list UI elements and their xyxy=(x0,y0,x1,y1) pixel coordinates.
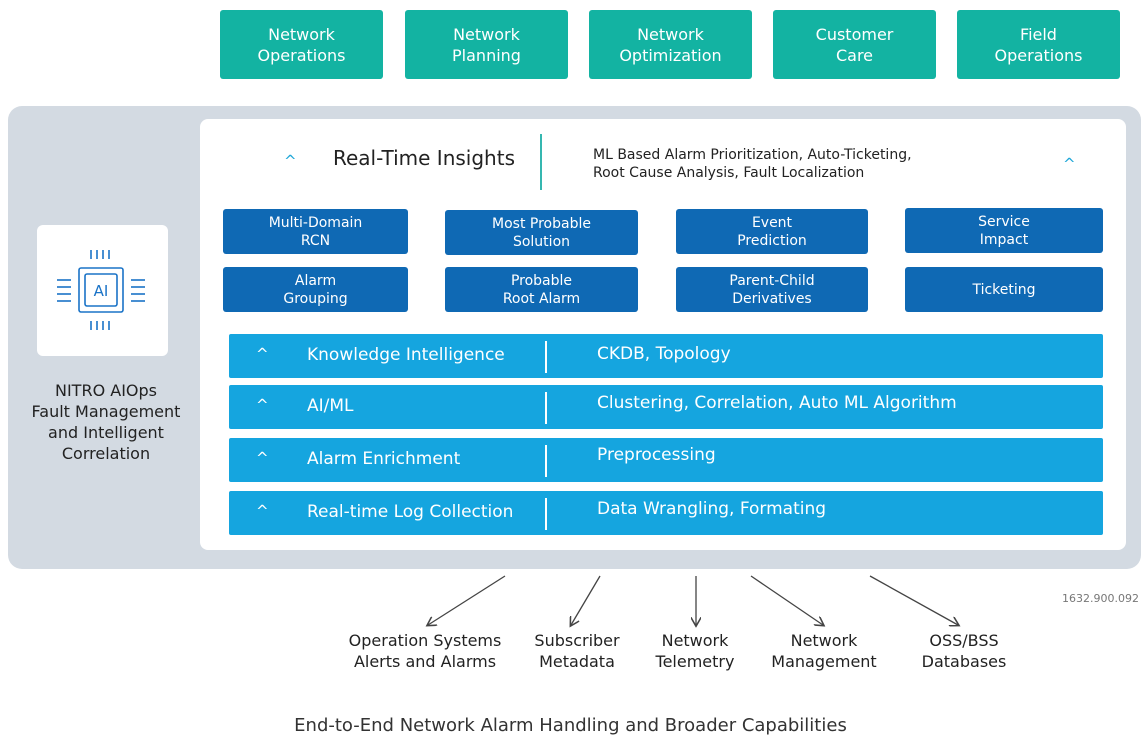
capability-multi-domain-rcn: Multi-Domain RCN xyxy=(223,209,408,254)
capability-parent-child-derivatives: Parent-Child Derivatives xyxy=(676,267,868,312)
layer-name: Real-time Log Collection xyxy=(307,502,514,522)
capability-service-impact: Service Impact xyxy=(905,208,1103,253)
source-subscriber-metadata: Subscriber Metadata xyxy=(534,631,620,671)
layer-real-time-log-collection: ^ Real-time Log Collection Data Wranglin… xyxy=(229,491,1103,535)
layer-ai-ml: ^ AI/ML Clustering, Correlation, Auto ML… xyxy=(229,385,1103,429)
capability-alarm-grouping: Alarm Grouping xyxy=(223,267,408,312)
source-operation-systems: Operation Systems Alerts and Alarms xyxy=(348,631,502,671)
capability-probable-root-alarm: Probable Root Alarm xyxy=(445,267,638,312)
figure-caption: End-to-End Network Alarm Handling and Br… xyxy=(294,715,847,736)
layer-knowledge-intelligence: ^ Knowledge Intelligence CKDB, Topology xyxy=(229,334,1103,378)
layer-caret-icon[interactable]: ^ xyxy=(256,345,269,363)
layer-alarm-enrichment: ^ Alarm Enrichment Preprocessing xyxy=(229,438,1103,482)
role-network-optimization: Network Optimization xyxy=(589,10,752,79)
ai-chip-icon: AI xyxy=(57,250,145,330)
layer-caret-icon[interactable]: ^ xyxy=(256,449,269,467)
ai-chip-card: AI xyxy=(37,225,168,356)
role-network-planning: Network Planning xyxy=(405,10,568,79)
role-customer-care: Customer Care xyxy=(773,10,936,79)
ai-chip-label: AI xyxy=(94,282,109,300)
layer-detail: Data Wrangling, Formating xyxy=(597,499,827,519)
capability-ticketing: Ticketing xyxy=(905,267,1103,312)
source-network-telemetry: Network Telemetry xyxy=(655,631,735,671)
layer-name: Alarm Enrichment xyxy=(307,449,461,469)
arrow-to-network-management xyxy=(750,575,823,625)
header-divider xyxy=(540,134,542,190)
real-time-insights-title: Real-Time Insights xyxy=(333,146,515,170)
layer-detail: Clustering, Correlation, Auto ML Algorit… xyxy=(597,393,957,413)
source-oss-bss-databases: OSS/BSS Databases xyxy=(921,631,1007,671)
layer-divider xyxy=(545,498,547,530)
role-field-operations: Field Operations xyxy=(957,10,1120,79)
arrow-to-oss-bss xyxy=(869,575,958,625)
figure-code: 1632.900.092 xyxy=(1062,592,1139,605)
layer-divider xyxy=(545,341,547,373)
role-network-operations: Network Operations xyxy=(220,10,383,79)
source-network-management: Network Management xyxy=(771,631,877,671)
collapse-caret-icon[interactable]: ^ xyxy=(284,152,297,170)
arrow-to-operation-systems xyxy=(428,575,506,625)
layer-name: Knowledge Intelligence xyxy=(307,345,505,365)
layer-divider xyxy=(545,392,547,424)
layer-caret-icon[interactable]: ^ xyxy=(256,502,269,520)
platform-name: NITRO AIOps Fault Management and Intelli… xyxy=(31,381,181,463)
real-time-insights-description: ML Based Alarm Prioritization, Auto-Tick… xyxy=(593,147,912,181)
capability-most-probable-solution: Most Probable Solution xyxy=(445,210,638,255)
layer-caret-icon[interactable]: ^ xyxy=(256,396,269,414)
layer-name: AI/ML xyxy=(307,396,354,416)
arrow-to-subscriber-metadata xyxy=(571,575,601,625)
layer-detail: Preprocessing xyxy=(597,445,716,465)
layer-divider xyxy=(545,445,547,477)
expand-caret-icon[interactable]: ^ xyxy=(1063,155,1076,173)
capability-event-prediction: Event Prediction xyxy=(676,209,868,254)
layer-detail: CKDB, Topology xyxy=(597,344,731,364)
